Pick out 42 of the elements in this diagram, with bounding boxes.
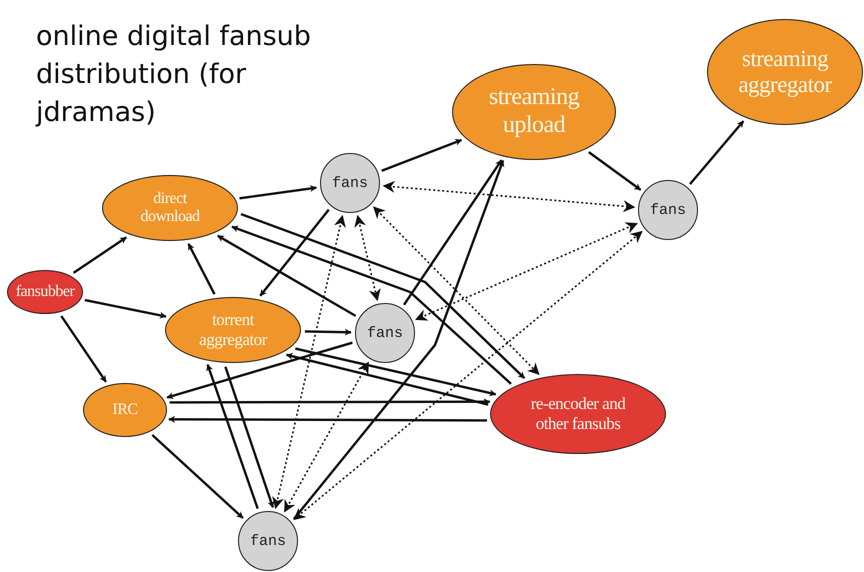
arrow [166,342,353,400]
ellipse-node: streaming aggregator [707,19,863,125]
arrow [689,120,744,185]
dotted-arrow [284,362,369,512]
arrow [84,298,167,319]
arrow [239,185,317,200]
dotted-arrow [415,222,638,321]
arrow [259,208,330,297]
arrow [152,434,244,519]
ellipse-node: fansubber [7,270,83,314]
arrow [588,151,642,191]
ellipse-node: direct download [102,175,238,241]
ellipse-node: streaming upload [452,64,616,160]
fans-circle: fans [638,180,698,240]
fans-circle: fans [320,153,380,213]
arrow [60,315,107,382]
dotted-arrow [354,214,381,302]
fans-circle: fans [355,303,415,363]
dotted-arrow [272,214,346,510]
arrow [168,416,487,423]
arrow [170,398,490,406]
arrow [231,226,512,385]
arrow [240,212,526,380]
arrow [206,364,259,509]
arrow [286,352,488,406]
diagram-title: online digital fansub distribution (for jdramas) [36,20,312,130]
ellipse-node: torrent aggregator [165,297,301,363]
arrow [403,160,502,306]
arrow [381,138,462,172]
arrow [217,234,356,317]
arrow [292,160,504,520]
arrow [224,366,274,508]
arrow [295,347,496,396]
dotted-arrow [382,180,636,212]
arrow [72,236,127,274]
ellipse-node: IRC [83,383,167,437]
dotted-arrow [293,230,643,520]
arrow [304,328,352,336]
dotted-arrow [373,206,540,376]
arrow [187,243,216,295]
ellipse-node: re-encoder and other fansubs [490,374,666,454]
fans-circle: fans [238,511,298,571]
